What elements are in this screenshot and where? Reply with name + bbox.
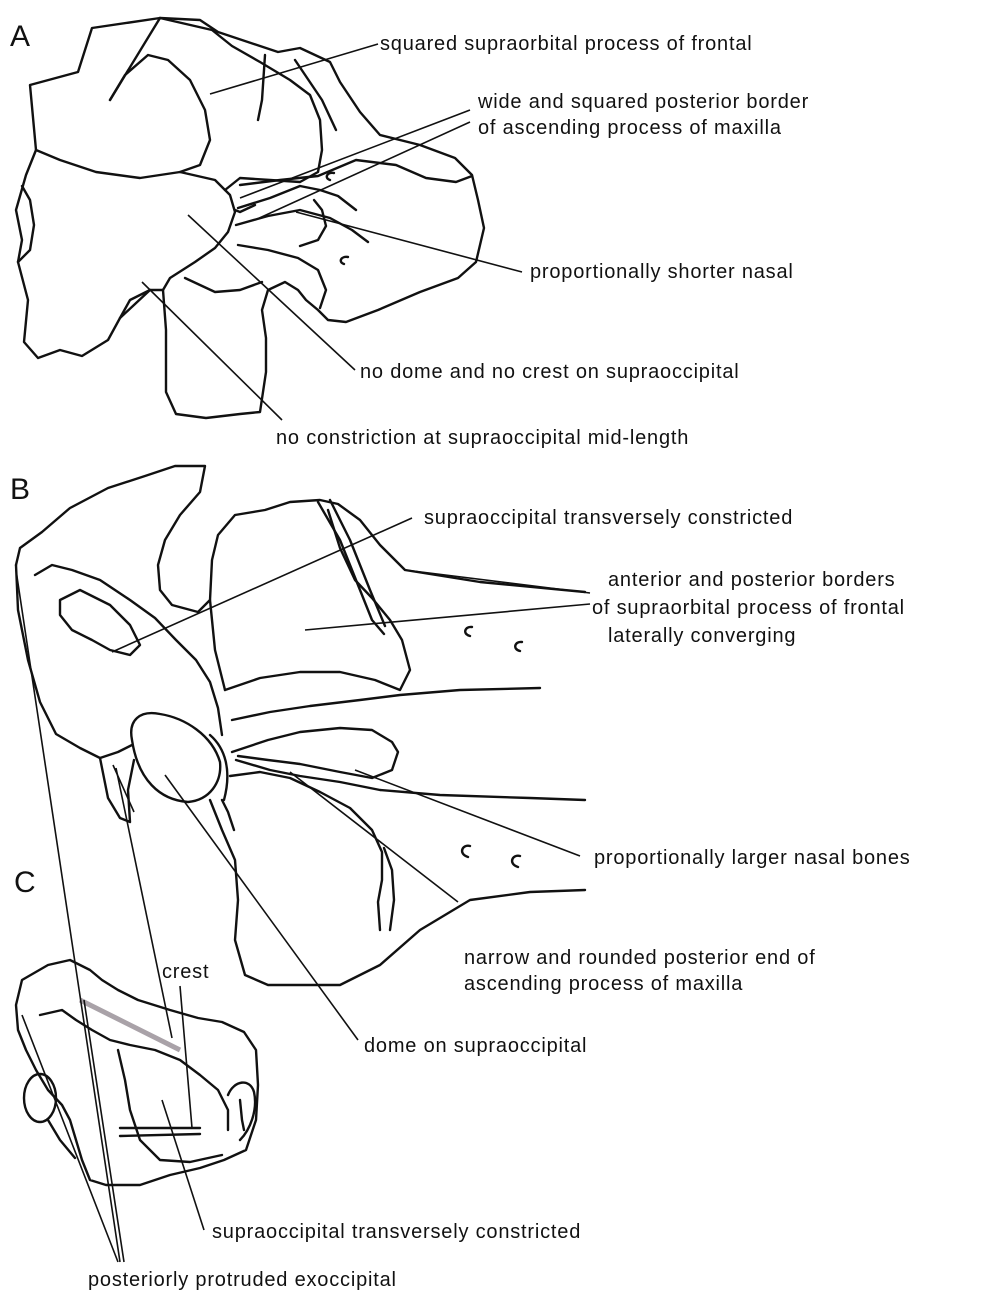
skull-b-outline	[16, 466, 585, 985]
label-a-nasal: proportionally shorter nasal	[530, 260, 794, 284]
panel-letter-a: A	[10, 22, 30, 52]
label-b-maxilla-line2: ascending process of maxilla	[464, 972, 743, 996]
label-a-maxilla-line2: of ascending process of maxilla	[478, 116, 782, 140]
label-b-maxilla-line1: narrow and rounded posterior end of	[464, 946, 816, 970]
leader-lines	[16, 44, 590, 1262]
skull-a-outline	[16, 18, 484, 418]
label-b-borders-line3: laterally converging	[608, 624, 796, 648]
label-b-constricted: supraoccipital transversely constricted	[424, 506, 793, 530]
label-a-supraorbital: squared supraorbital process of frontal	[380, 32, 753, 56]
label-a-dome: no dome and no crest on supraoccipital	[360, 360, 740, 384]
label-c-constricted: supraoccipital transversely constricted	[212, 1220, 581, 1244]
label-b-borders-line2: of supraorbital process of frontal	[592, 596, 905, 620]
label-c-exoccipital: posteriorly protruded exoccipital	[88, 1268, 397, 1292]
label-c-crest: crest	[162, 960, 209, 984]
panel-letter-c: C	[14, 868, 36, 898]
skull-c-outline	[16, 960, 258, 1185]
label-b-dome: dome on supraoccipital	[364, 1034, 587, 1058]
label-a-constriction: no constriction at supraoccipital mid-le…	[276, 426, 689, 450]
label-a-maxilla-line1: wide and squared posterior border	[478, 90, 809, 114]
label-b-nasal: proportionally larger nasal bones	[594, 846, 911, 870]
panel-letter-b: B	[10, 475, 30, 505]
label-b-borders-line1: anterior and posterior borders	[608, 568, 895, 592]
